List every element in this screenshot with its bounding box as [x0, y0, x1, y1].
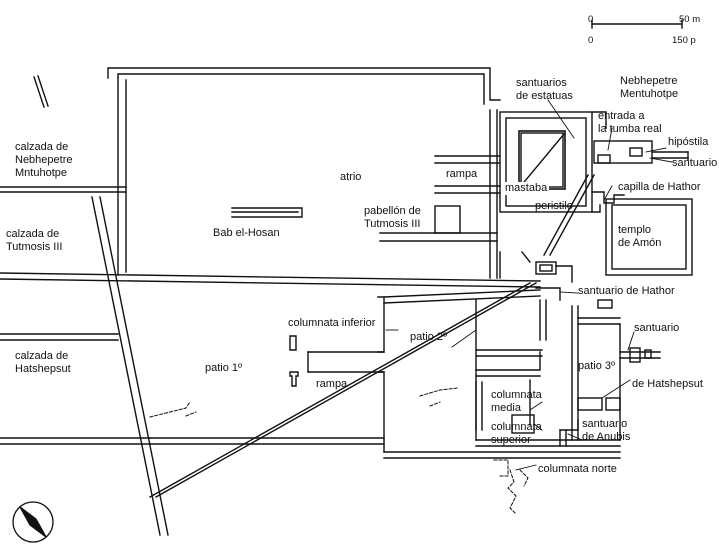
diagonal-causeway — [91, 196, 169, 536]
columnata-norte-ruins — [493, 459, 529, 515]
label-line: de estatuas — [516, 90, 573, 102]
label-line: Tutmosis III — [6, 241, 63, 253]
label-line: la tumba real — [598, 123, 662, 135]
label-santuario-hathor: santuario de Hathor — [578, 285, 675, 297]
causeways — [0, 186, 541, 445]
label-line: columnata — [491, 389, 542, 401]
pabellon-box — [434, 205, 461, 234]
label-templo-amon: templo de Amón — [618, 224, 661, 250]
label-de-hatshepsut: de Hatshepsut — [632, 378, 703, 390]
label-line: Nebhepetre — [620, 75, 678, 87]
label-pabellon: pabellón de Tutmosis III — [364, 205, 421, 231]
columnata-superior — [475, 419, 621, 447]
label-line: Mentuhotpe — [620, 88, 679, 100]
mastaba-complex — [499, 111, 607, 213]
scale-zero-bottom: 0 — [588, 35, 594, 46]
scale-bar — [591, 19, 683, 29]
compass-rose-icon — [12, 501, 54, 543]
south-wall — [383, 439, 621, 459]
label-patio-3: patio 3º — [578, 360, 616, 372]
label-columnata-norte: columnata norte — [538, 463, 617, 475]
label-bab-el-hosan: Bab el-Hosan — [213, 227, 280, 239]
scale-zero-top: 0 — [588, 14, 594, 25]
label-line: media — [491, 402, 521, 414]
label-line: Hatshepsut — [15, 363, 71, 375]
label-line: de Anubis — [582, 431, 631, 443]
label-nebhepetre-mentuhotpe: Nebhepetre Mentuhotpe — [620, 75, 678, 101]
label-entrada-tumba: entrada a la tumba real — [598, 110, 662, 136]
label-santuario-anubis: santuario de Anubis — [582, 418, 630, 444]
label-atrio: atrio — [340, 171, 362, 183]
label-line: pabellón de — [364, 205, 421, 217]
label-line: santuario — [582, 418, 628, 430]
label-rampa-lower: rampa — [316, 378, 348, 390]
columnata-inferior-markers — [289, 335, 299, 387]
label-line: calzada de — [15, 350, 69, 362]
label-hipostila: hipóstila — [668, 136, 709, 148]
label-line: columnata — [491, 421, 542, 433]
label-columnata-media: columnata media — [491, 389, 542, 415]
label-patio-2: patio 2º — [410, 331, 448, 343]
patio-3 — [475, 299, 661, 441]
mentuhotpe-enclosure — [107, 67, 501, 279]
label-calzada-nebhepetre: calzada de Nebhepetre Mntuhotpe — [15, 141, 73, 180]
label-santuario-right: santuario — [634, 322, 680, 334]
label-line: Nebhepetre — [15, 154, 73, 166]
central-diagonal — [149, 282, 537, 498]
label-columnata-inferior: columnata inferior — [288, 317, 376, 329]
label-line: de Amón — [618, 237, 662, 249]
label-calzada-tutmosis: calzada de Tutmosis III — [6, 228, 62, 254]
scale-value-top: 50 m — [679, 14, 701, 25]
bab-el-hosan — [231, 207, 303, 218]
hipostila-area — [593, 140, 689, 164]
label-calzada-hatshepsut: calzada de Hatshepsut — [15, 350, 71, 376]
patio-2 — [377, 289, 543, 441]
peristilo-diagonal — [543, 174, 595, 256]
columnata-media — [475, 379, 535, 434]
label-line: entrada a — [598, 110, 645, 122]
central-ruins — [419, 387, 459, 407]
rampa-upper — [434, 155, 501, 194]
rampa-lower — [307, 351, 385, 373]
label-line: Tutmosis III — [364, 218, 421, 230]
label-line: superior — [491, 434, 531, 446]
east-dividers — [499, 251, 531, 279]
capilla-hathor — [591, 191, 625, 204]
top-left-mark — [33, 75, 49, 108]
label-line: calzada de — [15, 141, 69, 153]
label-line: santuarios — [516, 77, 567, 89]
scale-value-bottom: 150 p — [672, 35, 696, 46]
label-mastaba: mastaba — [503, 182, 550, 195]
templo-amon — [605, 198, 693, 276]
label-peristilo: peristilo — [535, 200, 573, 212]
santuario-hathor — [535, 261, 573, 341]
label-line: Mntuhotpe — [15, 167, 67, 179]
leader-lines — [385, 99, 673, 471]
label-capilla-hathor: capilla de Hathor — [618, 181, 701, 193]
label-rampa-upper: rampa — [446, 168, 478, 180]
label-santuario-top: santuario — [672, 157, 718, 169]
pabellon-lines — [379, 232, 498, 242]
label-santuarios-estatuas: santuarios de estatuas — [516, 77, 573, 103]
west-ruins — [149, 401, 197, 418]
label-columnata-superior: columnata superior — [491, 421, 542, 447]
label-line: calzada de — [6, 228, 60, 240]
label-patio-1: patio 1º — [205, 362, 243, 374]
label-line: templo — [618, 224, 652, 236]
